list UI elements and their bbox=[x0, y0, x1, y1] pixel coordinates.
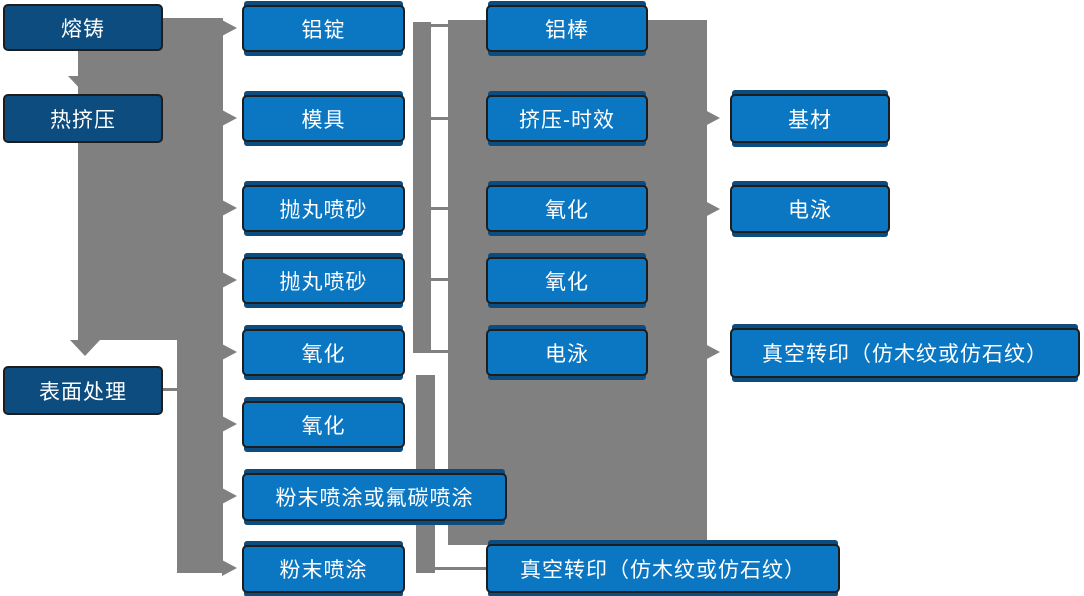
node-label: 电泳 bbox=[788, 199, 832, 222]
node-label: 抛丸喷砂 bbox=[279, 270, 368, 294]
collector-bar-upper bbox=[413, 22, 431, 353]
node-oxidation-3: 氧化 bbox=[486, 185, 648, 232]
connector-row-oxidation bbox=[428, 350, 450, 353]
connector-row-shotblast1 bbox=[428, 207, 450, 210]
node-powder-coating: 粉末喷涂 bbox=[242, 545, 405, 593]
node-aluminum-rod: 铝棒 bbox=[486, 5, 648, 52]
node-base-material: 基材 bbox=[730, 94, 890, 143]
node-mold: 模具 bbox=[242, 95, 405, 142]
node-label: 真空转印（仿木纹或仿石纹） bbox=[520, 558, 806, 582]
connector-row-shotblast2 bbox=[428, 278, 450, 281]
flow-trunk-lower bbox=[177, 200, 223, 573]
node-label: 模具 bbox=[301, 108, 346, 132]
node-label: 粉末喷涂或氟碳喷涂 bbox=[275, 487, 474, 510]
node-electrophoresis-1: 电泳 bbox=[486, 329, 648, 376]
node-aluminum-ingot: 铝锭 bbox=[242, 5, 405, 52]
arrow-to-electrophoresis-2 bbox=[705, 201, 720, 217]
node-vacuum-transfer-1: 真空转印（仿木纹或仿石纹） bbox=[486, 544, 840, 593]
node-label: 铝棒 bbox=[545, 18, 589, 42]
node-label: 铝锭 bbox=[301, 18, 346, 42]
arrow-to-powder-coating bbox=[222, 560, 237, 576]
node-label: 表面处理 bbox=[39, 380, 127, 404]
node-label: 氧化 bbox=[301, 414, 346, 438]
node-label: 粉末喷涂 bbox=[279, 559, 368, 582]
node-vacuum-transfer-2: 真空转印（仿木纹或仿石纹） bbox=[730, 328, 1080, 378]
node-extrusion-aging: 挤压-时效 bbox=[486, 95, 648, 142]
arrow-to-powder-or-fluorocarbon bbox=[222, 488, 237, 504]
node-label: 真空转印（仿木纹或仿石纹） bbox=[762, 343, 1048, 366]
arrow-to-vacuum-transfer-2 bbox=[705, 344, 720, 360]
node-oxidation-1: 氧化 bbox=[242, 329, 405, 376]
node-label: 电泳 bbox=[545, 342, 589, 366]
node-powder-or-fluorocarbon: 粉末喷涂或氟碳喷涂 bbox=[242, 473, 507, 521]
node-label: 氧化 bbox=[301, 342, 346, 366]
node-shot-blast-2: 抛丸喷砂 bbox=[242, 257, 405, 304]
node-label: 氧化 bbox=[545, 198, 589, 222]
node-oxidation-4: 氧化 bbox=[486, 257, 648, 304]
arrow-to-base-material bbox=[705, 110, 720, 126]
connector-row-ingot bbox=[428, 24, 450, 27]
node-shot-blast-1: 抛丸喷砂 bbox=[242, 185, 405, 232]
arrow-to-oxidation-2 bbox=[222, 416, 237, 432]
arrow-to-aluminum-ingot bbox=[222, 20, 237, 36]
arrow-to-shot-blast-1 bbox=[222, 200, 237, 216]
node-melt-casting: 熔铸 bbox=[3, 4, 163, 51]
node-hot-extrusion: 热挤压 bbox=[3, 94, 163, 143]
arrow-to-oxidation-1 bbox=[222, 344, 237, 360]
node-label: 基材 bbox=[788, 108, 832, 132]
node-surface-treatment: 表面处理 bbox=[3, 366, 163, 415]
arrow-to-surface-treatment bbox=[70, 340, 100, 356]
node-oxidation-2: 氧化 bbox=[242, 401, 405, 448]
node-label: 抛丸喷砂 bbox=[279, 198, 368, 222]
node-label: 熔铸 bbox=[61, 17, 105, 41]
node-label: 挤压-时效 bbox=[519, 108, 615, 132]
node-electrophoresis-2: 电泳 bbox=[730, 185, 890, 233]
arrow-to-hot-extrusion bbox=[68, 76, 98, 92]
connector-row-mold bbox=[428, 117, 450, 120]
arrow-to-mold bbox=[222, 110, 237, 126]
connector-row-vacuum-transfer bbox=[428, 567, 488, 570]
connector-surface-treatment bbox=[163, 388, 179, 391]
node-label: 热挤压 bbox=[50, 108, 116, 132]
arrow-to-shot-blast-2 bbox=[222, 272, 237, 288]
node-label: 氧化 bbox=[545, 270, 589, 294]
